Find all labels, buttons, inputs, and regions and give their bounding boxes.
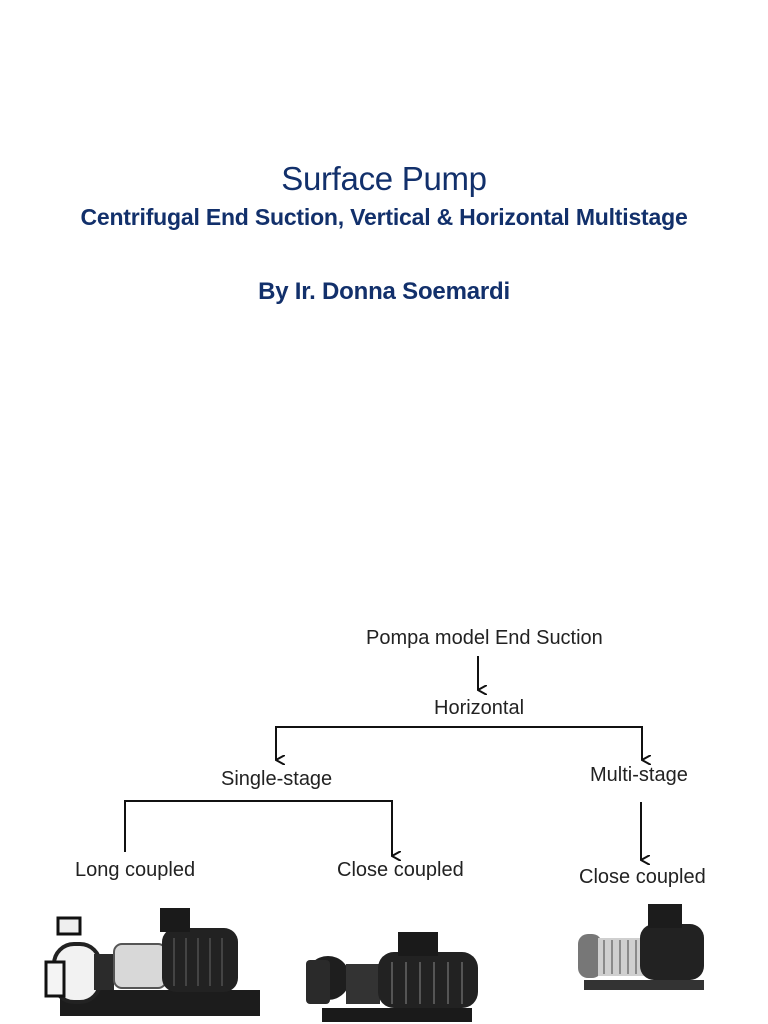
diagram-long-coupled-label: Long coupled [75, 859, 196, 881]
diagram-root-label: Pompa model End Suction [366, 627, 603, 649]
diagram-horizontal-label: Horizontal [434, 697, 525, 719]
diagram-multi-stage-label: Multi-stage [590, 764, 688, 786]
bracket-single-stage [124, 800, 393, 852]
slide-title: Surface Pump [281, 160, 487, 197]
multistage-pump-photo [578, 904, 704, 990]
slide-subtitle: Centrifugal End Suction, Vertical & Hori… [80, 204, 688, 230]
diagram-close-coupled-multi-label: Close coupled [579, 866, 706, 888]
diagram-close-coupled-single-label: Close coupled [337, 859, 464, 881]
close-coupled-pump-photo [306, 932, 478, 1022]
long-coupled-pump-photo [44, 908, 260, 1016]
bracket-horizontal [275, 726, 643, 758]
slide-author: By Ir. Donna Soemardi [258, 278, 510, 305]
diagram-single-stage-label: Single-stage [221, 768, 333, 790]
